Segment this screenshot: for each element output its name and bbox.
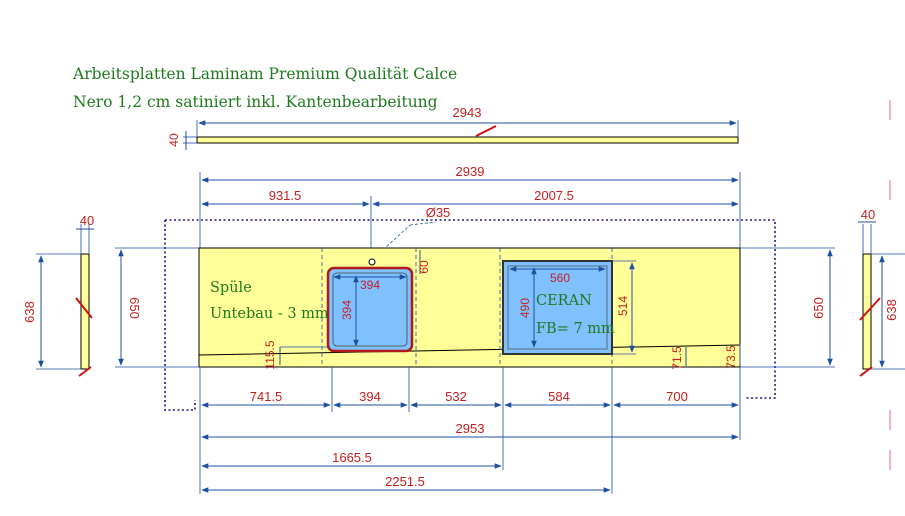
hob-depth-label: 490 [518,298,532,318]
hob-flush-label: FB= 7 mm [536,321,615,337]
sink-label: Spüle [210,280,252,296]
sink-cutout [326,266,414,353]
tap-to-end-label: 2007.5 [534,188,574,203]
sink-offset-label: 60 [417,260,431,274]
main-worktop: 394 394 60 115.5 Spüle Untebau - 3 mm 56… [198,247,741,370]
strip-depth-label: 40 [167,133,181,147]
top-dimensions: 2939 931.5 2007.5 Ø35 [199,164,741,262]
sink-mount-label: Untebau - 3 mm [210,306,329,322]
title-line-1: Arbeitsplatten Laminam Premium Qualität … [72,65,457,83]
hob-front-a-label: 71.5 [670,346,684,370]
hob-width-label: 560 [550,271,570,285]
hob-cutout [502,260,613,355]
sink-width-label: 394 [360,278,380,292]
to-tap-label: 931.5 [269,188,302,203]
plate-depth-right-label: 650 [811,297,826,319]
bottom-dimensions: 741.5 394 532 584 700 2953 1665.5 2251.5 [199,367,741,494]
title-line-2: Nero 1,2 cm satiniert inkl. Kantenbearbe… [73,93,438,111]
right-side-height-label: 638 [884,299,899,321]
edge-strip: 2943 40 [167,105,739,150]
left-side-panel: 40 638 [22,213,94,377]
hob-label: CERAN [536,293,592,309]
right-side-width-label: 40 [861,207,875,222]
total-top-label: 2939 [456,164,485,179]
seg4-label: 584 [548,389,570,404]
to-hob-end-label: 2251.5 [385,474,425,489]
tap-hole-leader [371,224,411,261]
left-side-rect [80,253,90,370]
sink-front-label: 115.5 [263,340,277,369]
left-side-width-label: 40 [80,213,94,228]
edge-strip-rect [196,136,739,144]
hob-outer-label: 514 [616,296,630,316]
seg5-label: 700 [666,389,688,404]
right-side-panel: 40 638 [858,207,905,377]
left-side-height-label: 638 [22,301,37,323]
hob-front-b-label: 73.5 [724,345,738,369]
break-mark-icon [475,125,497,137]
tap-hole-icon [368,258,376,266]
left-break-mark-icon [75,297,93,319]
to-sink-end-label: 1665.5 [332,450,372,465]
tap-hole-label: Ø35 [426,205,451,220]
seg1-label: 741.5 [250,389,283,404]
seg2-label: 394 [359,389,381,404]
strip-length-label: 2943 [453,105,482,120]
total-bottom-label: 2953 [456,421,485,436]
cabinet-outline [164,219,776,411]
plate-depth-left-label: 650 [127,297,142,319]
sink-depth-label: 394 [340,300,354,320]
seg3-label: 532 [445,389,467,404]
right-break-mark-icon [859,297,881,321]
